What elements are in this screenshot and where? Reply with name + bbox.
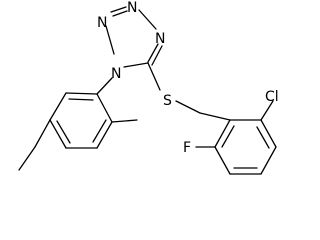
hal-bond-5 bbox=[214, 146, 231, 175]
bond-n1-aryl bbox=[96, 77, 113, 95]
bond-c5-s bbox=[147, 62, 161, 91]
aryl-bond-6 bbox=[96, 93, 113, 123]
hal-bond-2 bbox=[260, 119, 277, 148]
bond-c5-n1 bbox=[123, 62, 149, 68]
hal-bond-2-double bbox=[256, 126, 270, 149]
structure-svg: N N N N S Cl F bbox=[18, 0, 279, 175]
hal-bond-3 bbox=[260, 146, 277, 175]
para-methyl-tail bbox=[18, 146, 36, 171]
atom-n4-label: N bbox=[155, 31, 165, 47]
aryl-bond-5 bbox=[96, 121, 113, 149]
hal-bond-6 bbox=[214, 119, 231, 148]
ortho-methyl-bond bbox=[111, 119, 138, 123]
bond-n3-n4 bbox=[138, 9, 157, 30]
aryl-bond-3 bbox=[49, 119, 67, 149]
bond-n2-n3-double bbox=[112, 10, 128, 17]
aryl-bond-1 bbox=[65, 92, 98, 95]
hal-bond-6-double bbox=[221, 125, 235, 148]
dimethylphenyl-ring bbox=[49, 92, 113, 149]
atom-f-label: F bbox=[183, 140, 191, 156]
bond-n4-c5-double bbox=[151, 45, 163, 66]
aryl-bond-2 bbox=[49, 92, 67, 121]
bond-n4-c5 bbox=[147, 43, 159, 63]
atom-n2-label: N bbox=[97, 15, 107, 31]
atom-cl-label: Cl bbox=[265, 89, 279, 105]
chlorofluorophenyl-ring bbox=[214, 119, 277, 175]
para-methyl-bond bbox=[34, 119, 51, 148]
bond-n2-n3 bbox=[110, 6, 127, 13]
bond-ring-cl bbox=[260, 100, 274, 121]
tetrazole-ring bbox=[105, 6, 163, 68]
atom-n1-label: N bbox=[111, 66, 121, 82]
aryl-bond-1-double bbox=[68, 98, 94, 101]
bond-ch2-ring bbox=[199, 112, 231, 121]
aryl-bond-5-double bbox=[92, 119, 107, 143]
molecule-drawing: N N N N S Cl F bbox=[18, 0, 279, 175]
bond-s-ch2 bbox=[175, 100, 201, 114]
atom-n3-label: N bbox=[127, 0, 137, 16]
bond-n1-n2 bbox=[105, 25, 115, 55]
atom-s-label: S bbox=[163, 93, 172, 109]
aryl-bond-3-double bbox=[56, 120, 71, 144]
